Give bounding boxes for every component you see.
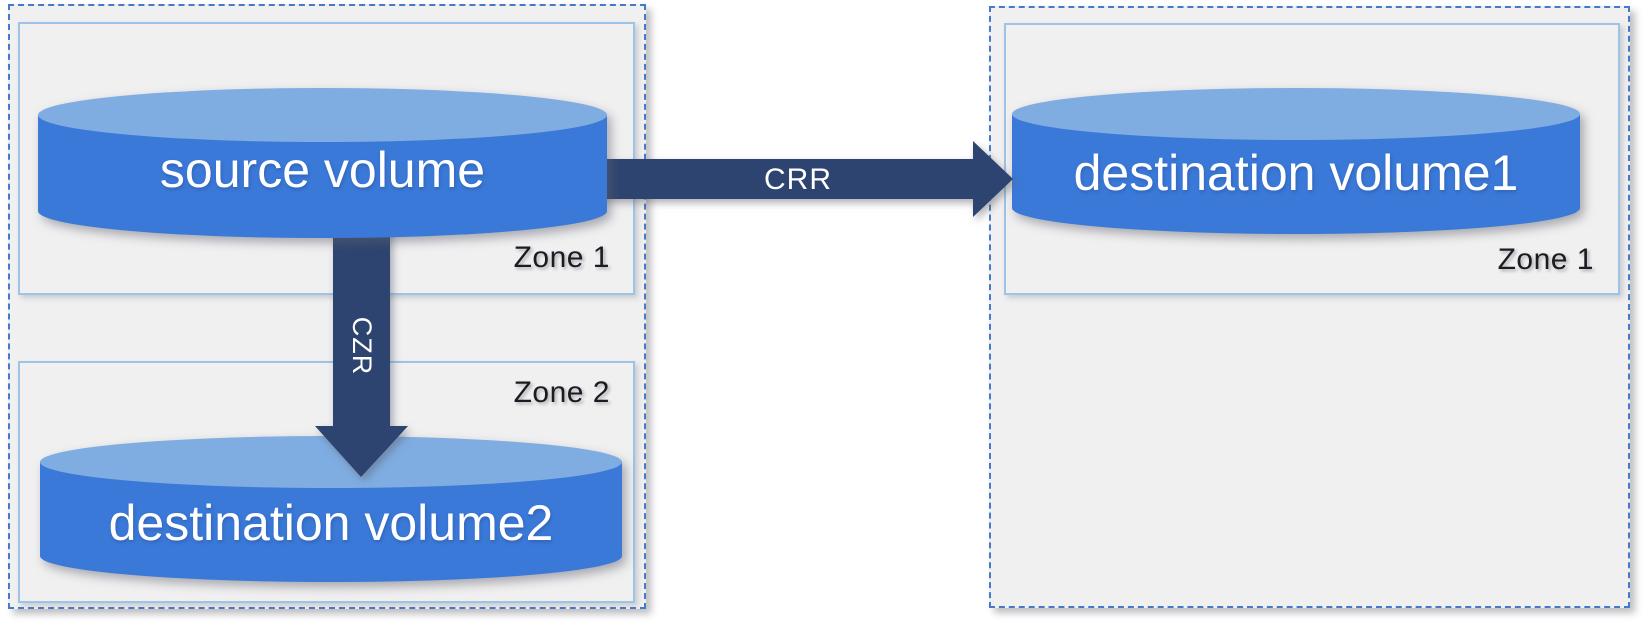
cylinder-top-ellipse (1012, 88, 1580, 140)
source-volume-label: source volume (159, 142, 486, 198)
destination-volume2-label: destination volume2 (108, 495, 554, 551)
destination-volume2-cylinder (40, 436, 622, 582)
crr-arrow-label: CRR (764, 163, 832, 196)
cylinder-top-ellipse (40, 436, 622, 488)
zone-a1-label: Zone 1 (513, 241, 610, 274)
destination-volume1-label: destination volume1 (1073, 145, 1519, 201)
destination-volume1-cylinder (1012, 88, 1580, 234)
czr-arrow-label: CZR (347, 316, 377, 376)
crr-arrow (575, 141, 1013, 217)
zone-a2-label: Zone 2 (513, 376, 610, 409)
source-volume-cylinder (38, 88, 607, 238)
zone-b1-label: Zone 1 (1497, 243, 1594, 276)
cylinder-top-ellipse (38, 88, 607, 142)
czr-arrow (315, 215, 408, 477)
